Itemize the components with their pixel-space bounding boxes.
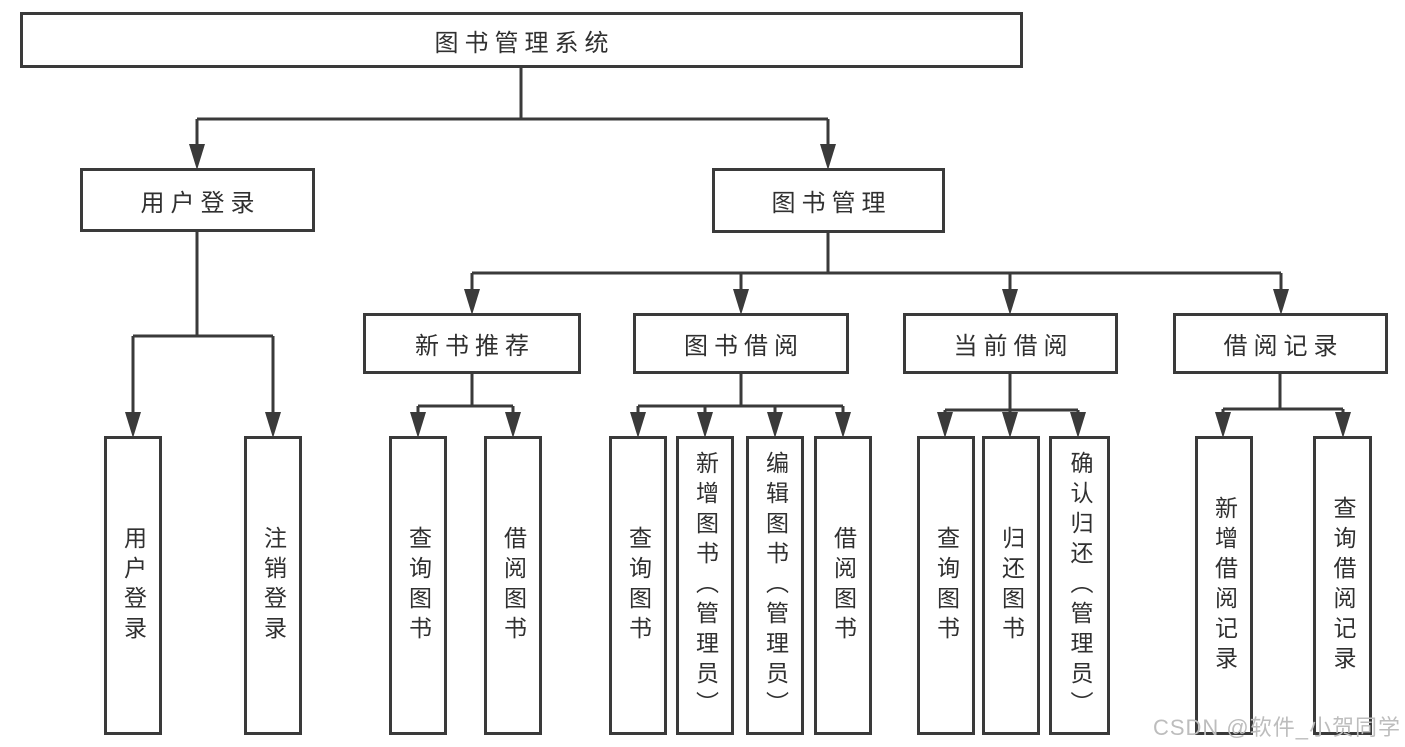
leaf-user-login: 用户登录 [104,436,162,735]
leaf-label: 查询图书 [405,525,432,646]
node-system-root: 图书管理系统 [20,12,1023,68]
leaf-records-add-record: 新增借阅记录 [1195,436,1253,735]
leaf-label: 查询图书 [933,525,960,646]
leaf-recommend-query-books: 查询图书 [389,436,447,735]
node-label: 图书管理 [771,190,892,217]
node-label: 用户登录 [140,189,261,217]
leaf-label: 归还图书 [998,525,1025,646]
leaf-label: 借阅图书 [830,525,857,646]
leaf-recommend-borrow-books: 借阅图书 [484,436,542,735]
leaf-label: 新增借阅记录 [1211,495,1238,676]
leaf-records-query-record: 查询借阅记录 [1313,436,1372,735]
leaf-logout: 注销登录 [244,436,302,735]
node-label: 当前借阅 [953,333,1074,360]
leaf-label: 编辑图书（管理员） [762,450,789,721]
leaf-current-confirm-return-admin: 确认归还（管理员） [1049,436,1110,735]
node-user-login: 用户登录 [80,168,315,232]
leaf-label: 查询图书 [625,525,652,646]
node-borrow-records: 借阅记录 [1173,313,1388,374]
node-current-borrow: 当前借阅 [903,313,1118,374]
leaf-borrow-add-books-admin: 新增图书（管理员） [676,436,734,735]
leaf-label: 注销登录 [260,525,287,646]
leaf-label: 新增图书（管理员） [692,450,719,721]
leaf-label: 借阅图书 [500,525,527,646]
leaf-borrow-edit-books-admin: 编辑图书（管理员） [746,436,804,735]
leaf-label: 查询借阅记录 [1330,495,1356,676]
leaf-current-query-books: 查询图书 [917,436,975,735]
node-label: 借阅记录 [1223,333,1344,360]
node-label: 新书推荐 [415,333,535,360]
arrowheads [125,144,1351,438]
node-book-management: 图书管理 [712,168,945,233]
node-label: 图书借阅 [684,333,804,360]
leaf-borrow-borrow-books: 借阅图书 [814,436,872,735]
node-new-book-recommend: 新书推荐 [363,313,581,374]
node-label: 图书管理系统 [434,29,615,57]
csdn-watermark: CSDN @软件_小贺同学 [1152,715,1401,740]
node-book-borrow: 图书借阅 [633,313,849,374]
leaf-label: 用户登录 [120,525,147,646]
leaf-current-return-books: 归还图书 [982,436,1040,735]
leaf-label: 确认归还（管理员） [1067,450,1093,721]
leaf-borrow-query-books: 查询图书 [609,436,667,735]
